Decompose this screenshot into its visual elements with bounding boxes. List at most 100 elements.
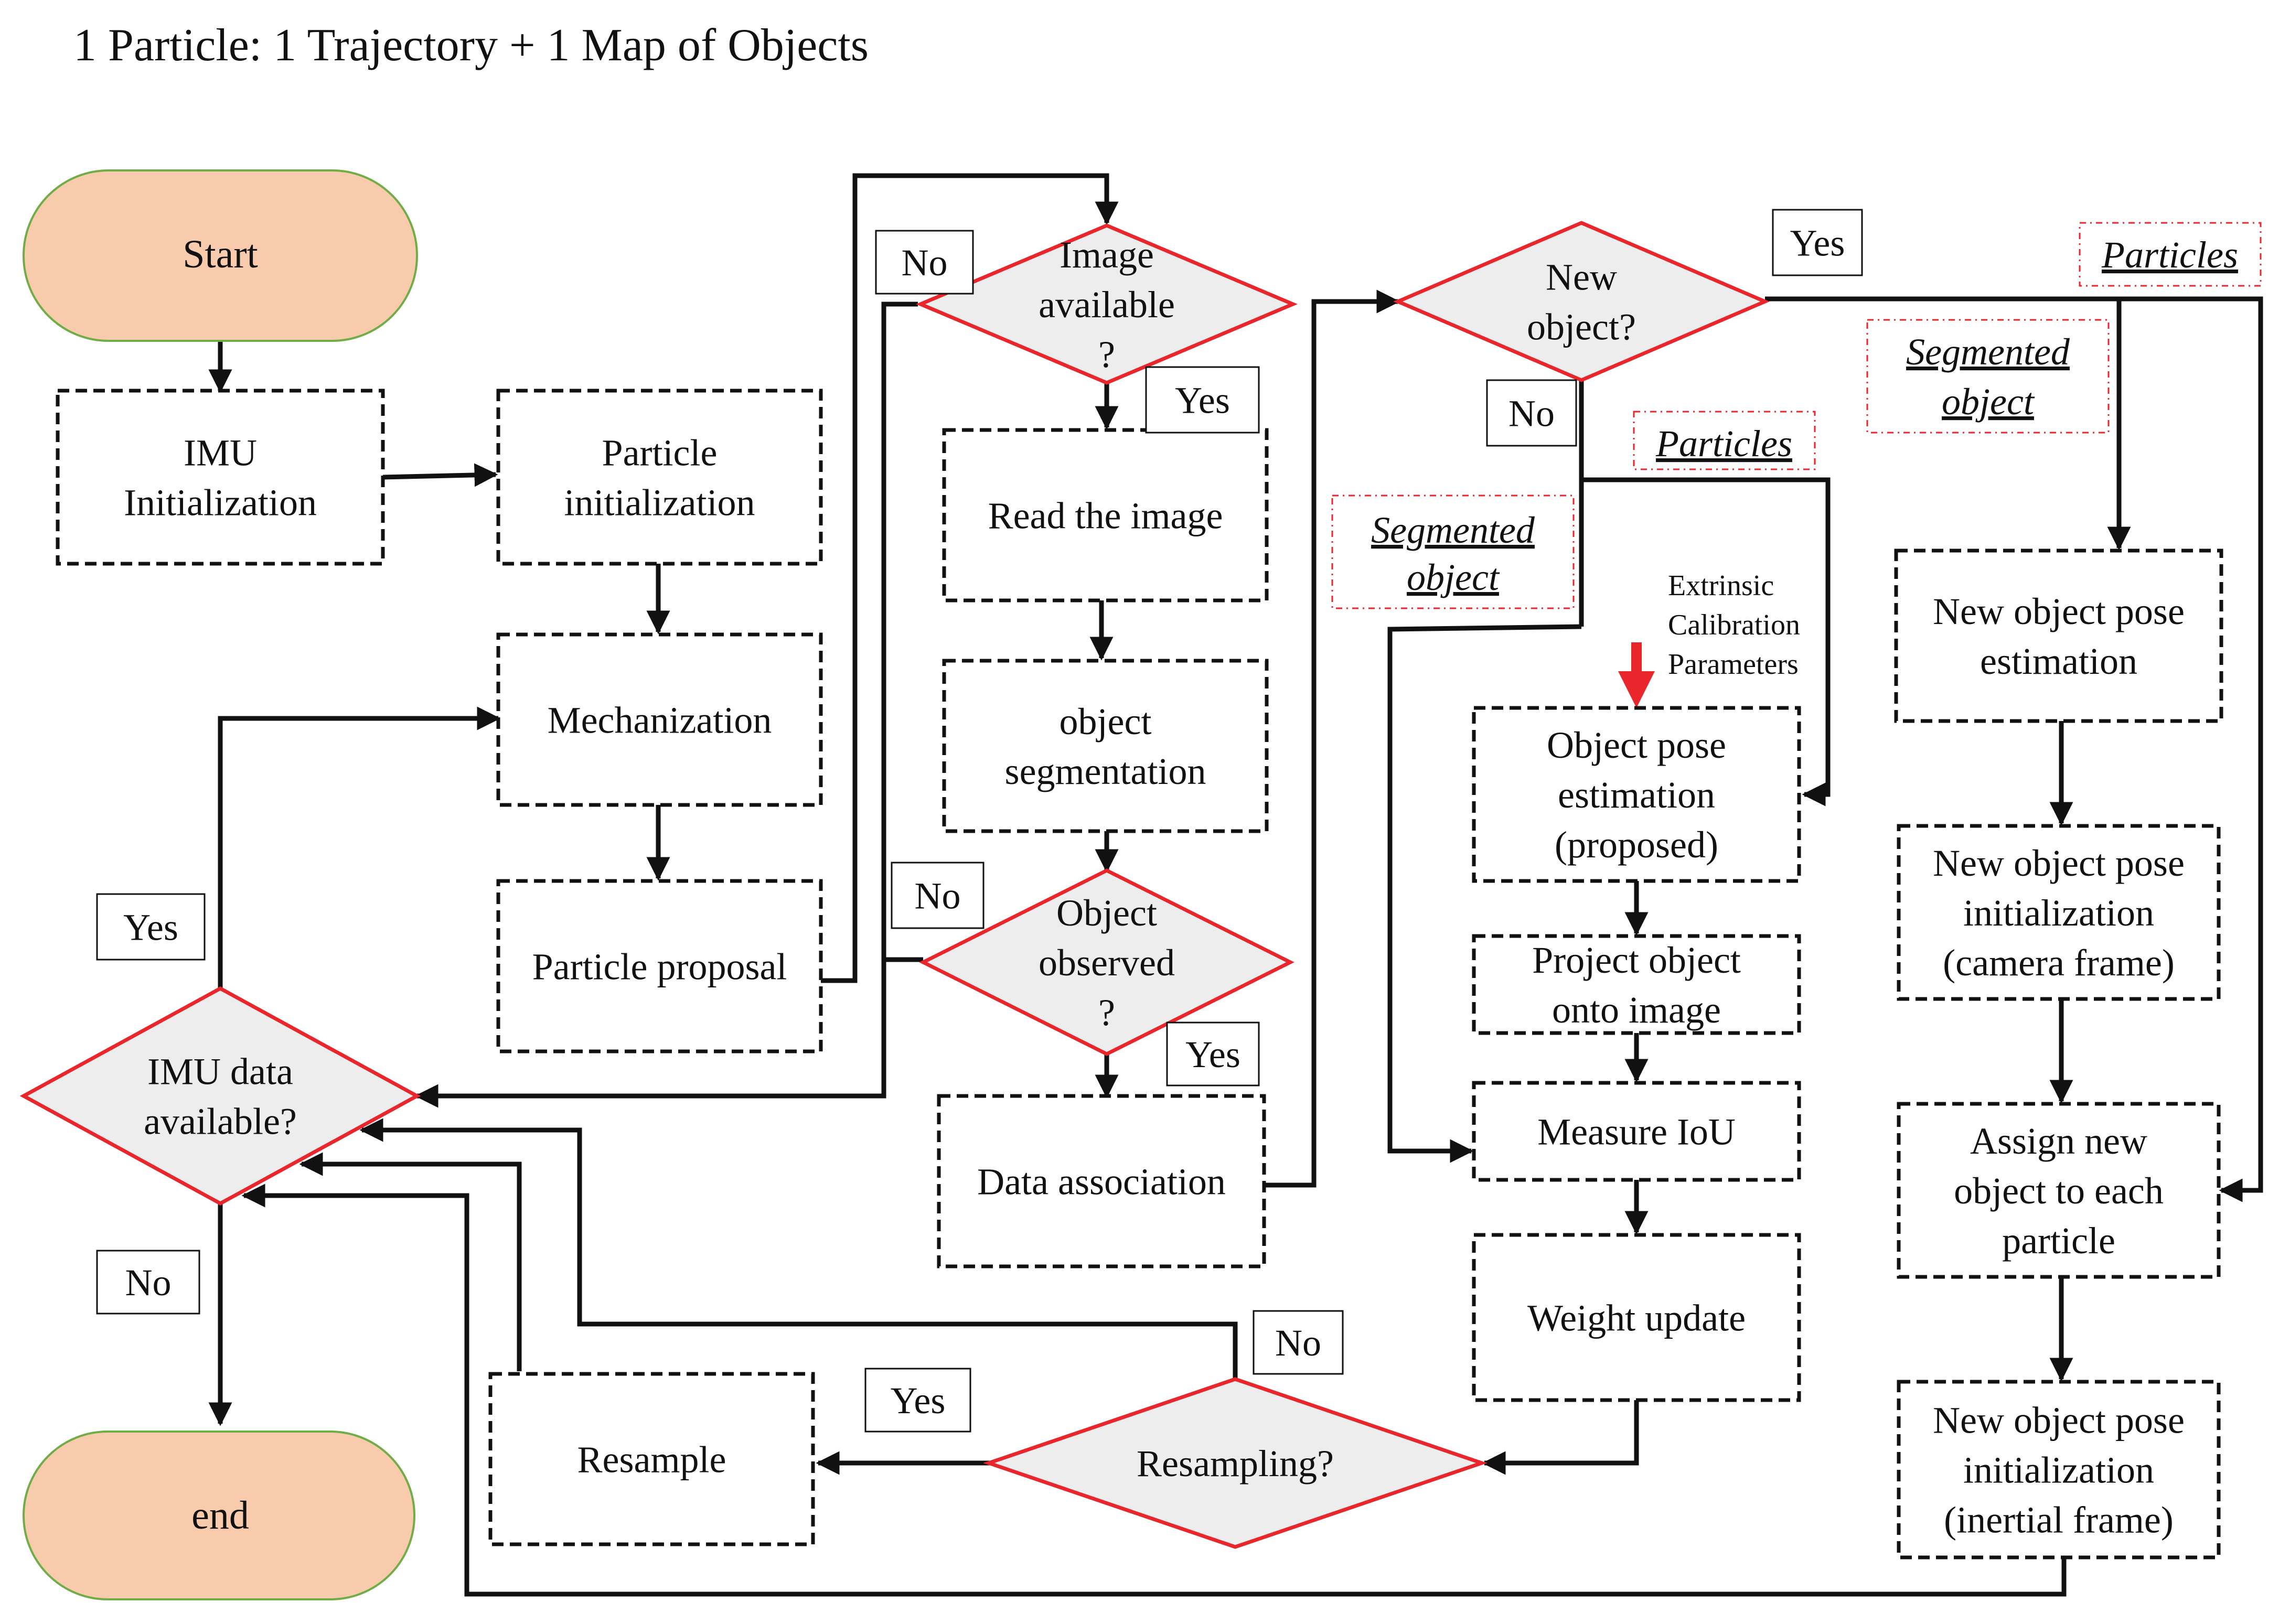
branch-imu-no: No: [96, 1250, 200, 1315]
decision-object-observed-line-2: observed: [1039, 942, 1175, 984]
process-particle-proposal-box: [496, 879, 823, 1053]
process-assign-new-object-line-3: particle: [2002, 1220, 2115, 1262]
process-read-image-line-1: Read the image: [988, 495, 1223, 537]
process-new-pose-init-inertial: New object pose initialization (inertial f…: [1897, 1380, 2221, 1560]
process-weight-update-line-1: Weight update: [1527, 1297, 1746, 1339]
decision-resampling: Resampling?: [983, 1377, 1488, 1549]
process-new-pose-init-cam-box: [1897, 824, 2221, 1001]
particles-right-label: Particles: [2101, 234, 2238, 276]
extrinsic-arrow: [1618, 642, 1655, 708]
decision-image-available-line-1: Image: [1060, 234, 1154, 276]
branch-observed-yes: Yes: [1166, 1021, 1260, 1087]
branch-image-yes: Yes: [1145, 366, 1260, 434]
branch-resampling-yes-label: Yes: [891, 1380, 946, 1422]
segmented-left-line2: object: [1407, 556, 1500, 598]
branch-imu-no-box: [96, 1250, 200, 1315]
decision-object-observed-shape: [919, 868, 1294, 1056]
arrow-association-to-new-object: [1264, 289, 1400, 1188]
process-imu-init-box: [56, 389, 385, 566]
arrow-imu-yes-to-mechanization: [218, 706, 501, 988]
decision-new-object-shape: [1393, 221, 1770, 382]
process-particle-init-line-2: initialization: [564, 482, 755, 524]
process-new-pose-est-line-2: estimation: [1980, 640, 2137, 682]
branch-new-object-yes: Yes: [1772, 209, 1863, 276]
process-assign-new-object-box: [1897, 1102, 2221, 1279]
process-resample-line-1: Resample: [577, 1439, 726, 1481]
decision-imu-available: IMU data available?: [19, 986, 421, 1206]
branch-observed-yes-box: [1166, 1021, 1260, 1087]
process-object-segmentation-line-1: object: [1060, 701, 1152, 743]
branch-resampling-no-label: No: [1275, 1322, 1321, 1364]
decision-resampling-line-1: Resampling?: [1137, 1443, 1334, 1485]
decision-new-object-line-2: object?: [1527, 306, 1636, 348]
process-resample: Resample: [488, 1372, 815, 1546]
process-object-pose-est-box: [1472, 706, 1801, 883]
terminal-end: end: [23, 1431, 415, 1600]
particles-right-frame: [2079, 222, 2262, 287]
process-new-pose-est-line-1: New object pose: [1933, 590, 2185, 632]
process-object-pose-est-line-1: Object pose: [1547, 724, 1726, 766]
segmented-right-frame: [1866, 319, 2110, 434]
terminal-start-label: Start: [183, 232, 258, 276]
arrow-resample-to-imu: [299, 1152, 522, 1371]
decision-imu-available-shape: [19, 986, 421, 1206]
process-mechanization-box: [496, 632, 823, 807]
branch-image-no: No: [875, 230, 974, 295]
process-new-pose-init-cam-line-3: (camera frame): [1943, 942, 2175, 984]
branch-resampling-yes: Yes: [864, 1368, 971, 1433]
decision-diamonds: IMU dataavailable?Imageavailable?Objecto…: [19, 221, 1770, 1549]
process-object-segmentation-line-2: segmentation: [1005, 750, 1206, 792]
process-new-pose-est-box: [1894, 548, 2223, 723]
process-object-segmentation: object segmentation: [942, 659, 1269, 833]
segmented-right-line1: Segmented: [1906, 331, 2070, 373]
segmented-left-frame: [1331, 494, 1575, 609]
process-resample-box: [488, 1372, 815, 1546]
decision-image-available-line-2: available: [1039, 284, 1175, 326]
process-project-object-box: [1472, 934, 1801, 1035]
branch-new-object-no-label: No: [1508, 393, 1555, 435]
process-particle-proposal: Particle proposal: [496, 879, 823, 1053]
arrow-weight-to-resampling: [1482, 1400, 1639, 1475]
process-object-pose-est-line-3: (proposed): [1555, 824, 1718, 866]
extrinsic-line1: Extrinsic: [1668, 569, 1774, 602]
branch-image-no-box: [875, 230, 974, 295]
process-new-pose-init-inertial-line-3: (inertial frame): [1944, 1499, 2174, 1541]
process-data-association: Data association: [937, 1094, 1266, 1268]
branch-image-yes-label: Yes: [1175, 380, 1230, 422]
process-boxes: IMUInitializationParticleinitializationM…: [56, 389, 2223, 1560]
annotations: Particles Particles Segmented object Seg…: [1331, 222, 2262, 681]
branch-new-object-no: No: [1486, 379, 1577, 447]
process-read-image-box: [942, 428, 1269, 603]
process-imu-init-line-2: Initialization: [124, 482, 317, 524]
process-measure-iou-box: [1472, 1081, 1801, 1182]
process-new-pose-est: New object pose estimation: [1894, 548, 2223, 723]
decision-imu-available-line-2: available?: [144, 1101, 297, 1143]
process-imu-init-line-1: IMU: [184, 432, 257, 474]
arrow-proposal-to-image-available: [821, 173, 1119, 983]
process-read-image: Read the image: [942, 428, 1269, 603]
process-new-pose-init-inertial-line-2: initialization: [1963, 1449, 2154, 1491]
process-new-pose-init-cam-line-1: New object pose: [1933, 842, 2185, 884]
branch-imu-yes: Yes: [96, 893, 206, 961]
extrinsic-line2: Calibration: [1668, 609, 1800, 641]
connectors: [208, 173, 2263, 1597]
decision-object-observed-line-3: ?: [1098, 992, 1115, 1034]
process-particle-init-box: [496, 389, 823, 566]
process-new-pose-init-inertial-line-1: New object pose: [1933, 1400, 2185, 1442]
decision-imu-available-line-1: IMU data: [147, 1051, 293, 1093]
branch-imu-yes-box: [96, 893, 206, 961]
arrow-segmented-to-iou: [1387, 624, 1582, 1163]
branch-new-object-no-box: [1486, 379, 1577, 447]
line-new-object-yes: [1765, 296, 2263, 1202]
arrow-particles-to-pose-est: [1581, 477, 1831, 806]
arrow-imu-init-to-particle-init: [382, 463, 498, 487]
process-particle-proposal-line-1: Particle proposal: [532, 946, 787, 988]
branch-observed-no-label: No: [915, 875, 961, 917]
process-project-object-line-1: Project object: [1532, 939, 1741, 981]
decision-resampling-shape: [983, 1377, 1488, 1549]
